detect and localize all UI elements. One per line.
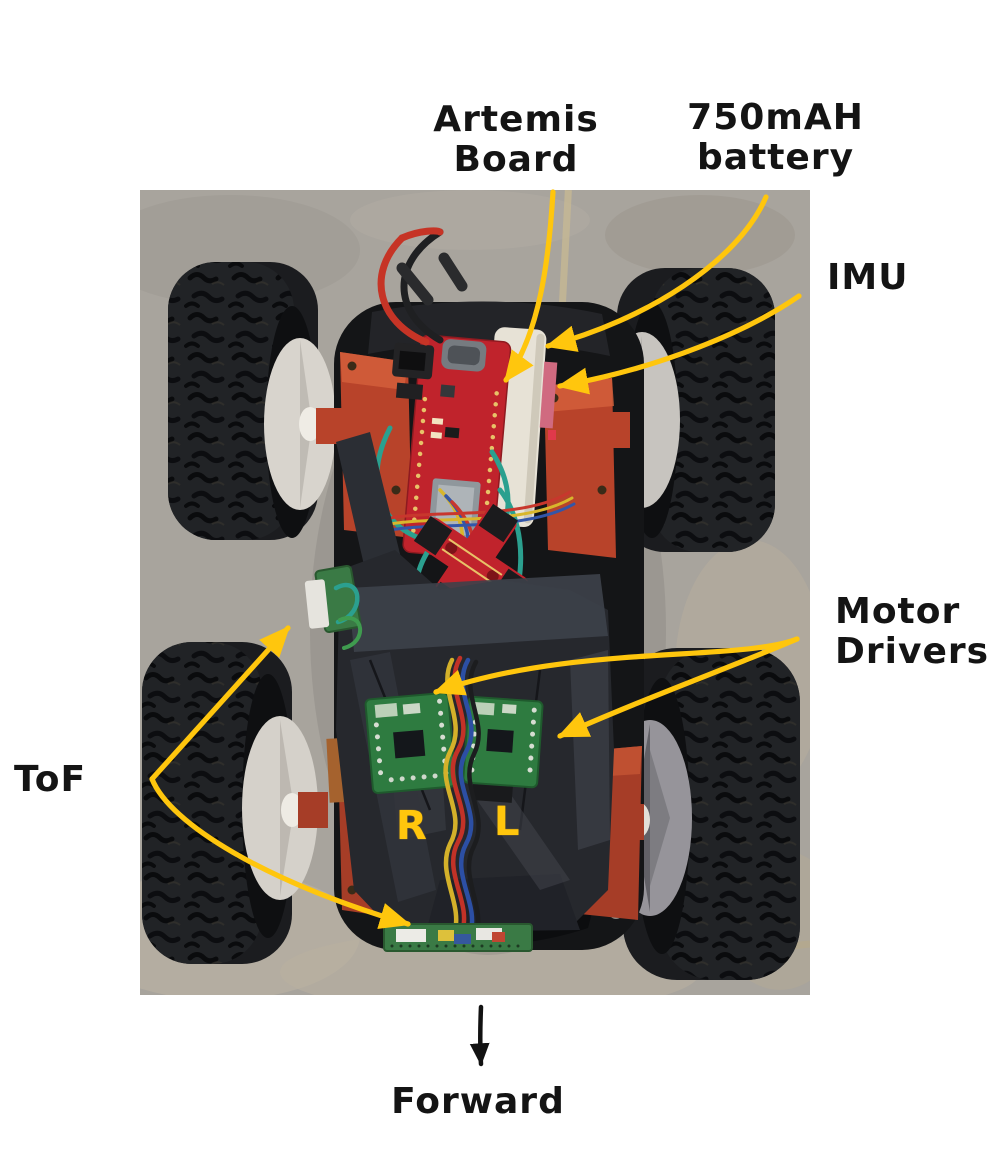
motor-drivers-label: Motor Drivers <box>835 592 989 672</box>
forward-label: Forward <box>391 1081 565 1122</box>
imu-label: IMU <box>827 257 909 298</box>
tof-front-board <box>383 923 533 952</box>
imu-led <box>548 430 556 440</box>
wheel-front-left <box>168 262 336 540</box>
axle-rear-left <box>298 792 328 828</box>
battery-label-line1: 750mAH <box>687 97 864 138</box>
white-tape <box>304 579 330 629</box>
axle-rear-right <box>610 804 644 840</box>
axle-front-right <box>600 412 630 448</box>
tof-label: ToF <box>14 759 87 800</box>
battery-wires <box>377 227 468 346</box>
robot-photo-svg <box>140 190 810 995</box>
battery-label-line2: battery <box>696 137 855 178</box>
robot-photo <box>140 190 810 995</box>
motor-drivers-label-line2: Drivers <box>835 631 990 672</box>
artemis-board-label: Artemis Board <box>406 100 626 180</box>
tof-side-board <box>304 564 362 650</box>
motor-driver-right-board <box>364 691 457 794</box>
axle-front-left <box>316 408 346 444</box>
artemis-board-label-line2: Board <box>453 139 579 180</box>
twisted-wire-bundle <box>443 655 481 939</box>
left-driver-marker: L <box>494 799 520 845</box>
motor-drivers-label-line1: Motor <box>835 591 961 632</box>
battery-label: 750mAH battery <box>668 98 883 178</box>
tape-strap <box>348 574 608 652</box>
wheel-rear-left <box>142 642 318 964</box>
forward-direction-arrow <box>469 1004 490 1067</box>
artemis-board-label-line1: Artemis <box>433 99 599 140</box>
motor-driver-left-board <box>462 695 544 803</box>
right-driver-marker: R <box>396 803 427 849</box>
